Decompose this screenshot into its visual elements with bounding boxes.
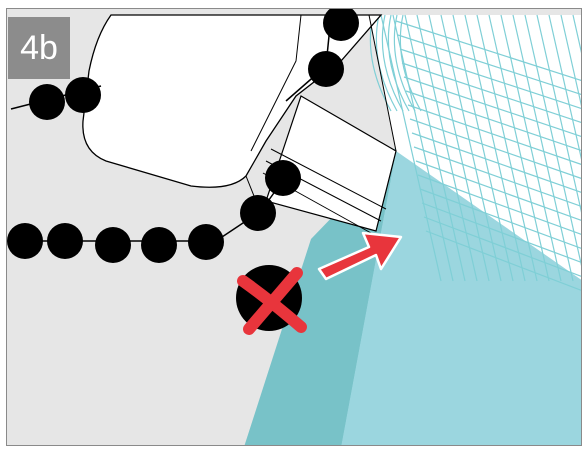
roller-line xyxy=(488,14,550,282)
roller-line xyxy=(428,14,490,282)
chain-bead xyxy=(240,195,276,231)
roller-line xyxy=(397,34,581,95)
bracket-line xyxy=(270,148,387,210)
bracket-housing xyxy=(82,14,383,188)
roller-line xyxy=(419,188,581,249)
roller-line xyxy=(399,48,581,109)
roller-line xyxy=(548,14,581,160)
roller-line xyxy=(452,14,514,282)
blind-diagram xyxy=(7,9,581,445)
roller-line xyxy=(411,132,581,193)
chain-bead xyxy=(29,84,65,120)
chain-bead xyxy=(308,51,344,87)
roller-line xyxy=(524,14,581,266)
chain-bead xyxy=(95,227,131,263)
roller-line xyxy=(404,14,466,282)
roller-line xyxy=(413,146,581,207)
roller-line xyxy=(415,160,581,221)
step-label: 4b xyxy=(8,17,70,79)
roller-line xyxy=(560,14,581,107)
roller-line xyxy=(440,14,502,282)
roller-tube xyxy=(369,14,581,291)
roller-edge xyxy=(368,14,397,152)
control-bracket xyxy=(82,14,397,234)
illustration-panel: 4b xyxy=(6,8,582,446)
roller-wound-edge xyxy=(393,14,416,112)
roller-line xyxy=(409,118,581,179)
roller-line xyxy=(392,14,454,282)
arrow-right-icon xyxy=(317,231,403,281)
chain-bead xyxy=(7,223,43,259)
roller-wound-edge xyxy=(387,14,410,112)
roller-wound-edge xyxy=(399,14,422,112)
roller-line xyxy=(405,90,581,151)
roller-wound-edge xyxy=(381,14,404,112)
roller-line xyxy=(403,76,581,137)
chain-bead xyxy=(188,224,224,260)
roller-line xyxy=(512,14,574,282)
chain-bead xyxy=(323,9,359,41)
roller-line xyxy=(416,14,478,282)
roller-line xyxy=(417,174,581,235)
roller-wrap-lines xyxy=(369,14,581,291)
roller-line xyxy=(536,14,581,213)
chain-bead xyxy=(265,160,301,196)
roller-line xyxy=(401,62,581,123)
chain-bead xyxy=(141,227,177,263)
roller-line xyxy=(425,230,581,291)
roller-line xyxy=(476,14,538,282)
roller-line xyxy=(380,14,442,282)
roller-line xyxy=(421,202,581,263)
chain-bead xyxy=(47,223,83,259)
roller-line xyxy=(407,104,581,165)
housing-edge xyxy=(250,14,302,152)
chain-bead xyxy=(65,77,101,113)
roller-line xyxy=(395,20,581,81)
cross-mark-icon xyxy=(237,267,307,335)
roller-line xyxy=(423,216,581,277)
